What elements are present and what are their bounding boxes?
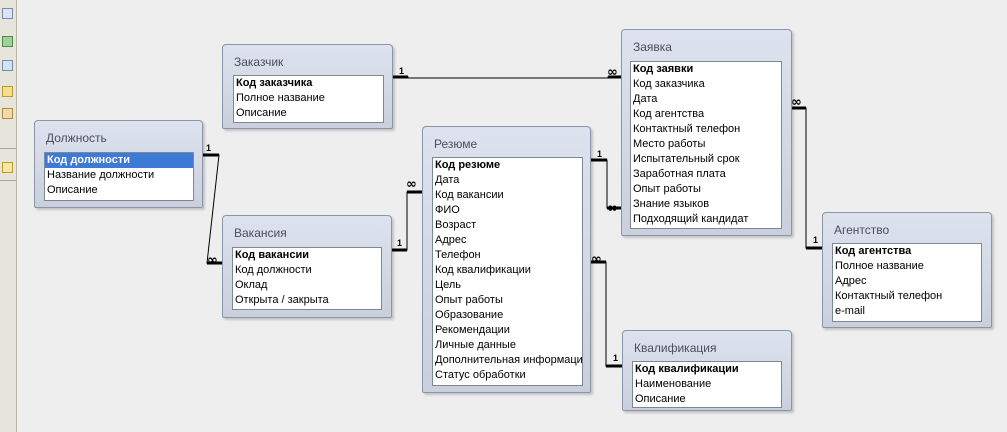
rel-zakazchik-zayavka [392,76,624,79]
table-title[interactable]: Должность [46,131,107,145]
field-item[interactable]: Подходящий кандидат [633,213,749,225]
field-item[interactable]: Адрес [435,234,467,246]
rel-zayavka-agentstvo [790,107,822,249]
field-item[interactable]: Дата [435,174,460,186]
rel-one-label: 1 [613,353,618,363]
rel-one-label: 1 [206,143,211,153]
form-icon[interactable] [2,36,13,47]
rel-many-label: ∞ [207,253,218,268]
table-title[interactable]: Квалификация [634,341,717,355]
field-item[interactable]: Полное название [835,260,924,272]
toolbar-divider [0,180,16,181]
field-item[interactable]: Контактный телефон [835,290,943,302]
field-item[interactable]: Образование [435,309,504,321]
rel-many-label: ∞ [607,65,618,80]
field-item[interactable]: Полное название [236,92,325,104]
field-item[interactable]: Наименование [635,378,712,390]
module-icon[interactable] [2,162,13,173]
field-item[interactable]: Место работы [633,138,706,150]
field-item[interactable]: Адрес [835,275,867,287]
field-item[interactable]: Дата [633,93,658,105]
field-item[interactable]: Код агентства [633,108,705,120]
field-item[interactable]: Дополнительная информация [435,354,583,366]
rel-one-label: 1 [397,238,402,248]
toolbar-divider [0,148,16,149]
query-icon[interactable] [2,60,13,71]
field-item[interactable]: Описание [47,184,98,196]
rel-one-label: 1 [813,235,818,245]
table-view-icon[interactable] [2,8,13,19]
primary-key-field[interactable]: Код заказчика [236,77,313,89]
field-item[interactable]: ФИО [435,204,460,216]
field-item[interactable]: Телефон [435,249,481,261]
field-item[interactable]: Цель [435,279,462,291]
rel-many-label: ∞ [591,252,602,267]
primary-key-field[interactable]: Код резюме [435,159,501,171]
field-item[interactable]: Испытательный срок [633,153,740,165]
field-item[interactable]: Код должности [235,264,312,276]
table-title[interactable]: Вакансия [234,226,287,240]
left-toolbar [0,0,17,432]
field-item[interactable]: Личные данные [435,339,516,351]
report-icon[interactable] [2,86,13,97]
table-title[interactable]: Резюме [434,137,478,151]
rel-dolzhnost-vakansiya [203,154,222,264]
field-item[interactable]: Описание [236,107,287,119]
macro-icon[interactable] [2,108,13,119]
field-item[interactable]: Статус обработки [435,369,526,381]
field-item[interactable]: Код заказчика [633,78,705,90]
relationships-canvas: 1 1 1 1 1 1 ∞ ∞ ∞ ∞ ∞ ∞ Заказчик Код зак… [17,0,1007,432]
rel-one-label: 1 [399,66,404,76]
primary-key-field[interactable]: Код агентства [835,245,912,257]
field-item[interactable]: Открыта / закрыта [235,294,329,306]
field-item[interactable]: Рекомендации [435,324,510,336]
table-title[interactable]: Агентство [834,223,890,237]
field-item[interactable]: Оклад [235,279,268,291]
rel-many-label: ∞ [406,177,417,192]
field-item[interactable]: Заработная плата [633,168,726,180]
field-item[interactable]: Опыт работы [633,183,701,195]
field-item[interactable]: Возраст [435,219,477,231]
rel-many-label: ∞ [791,95,802,110]
field-item[interactable]: e-mail [835,305,865,317]
field-item[interactable]: Знание языков [633,198,710,210]
field-item[interactable]: Код вакансии [435,189,504,201]
field-item[interactable]: Название должности [47,169,155,181]
rel-rezyume-kvalifikaciya [590,261,622,367]
primary-key-field[interactable]: Код заявки [633,63,694,75]
field-item[interactable]: Контактный телефон [633,123,741,135]
primary-key-field[interactable]: Код должности [45,153,193,168]
rel-many-label: ∞ [607,201,618,216]
field-item[interactable]: Опыт работы [435,294,503,306]
table-title[interactable]: Заявка [633,40,672,54]
primary-key-field[interactable]: Код вакансии [235,249,309,261]
field-item[interactable]: Описание [635,393,686,405]
rel-one-label: 1 [597,149,602,159]
table-title[interactable]: Заказчик [234,55,284,69]
primary-key-field[interactable]: Код квалификации [635,363,739,375]
field-item[interactable]: Код квалификации [435,264,531,276]
